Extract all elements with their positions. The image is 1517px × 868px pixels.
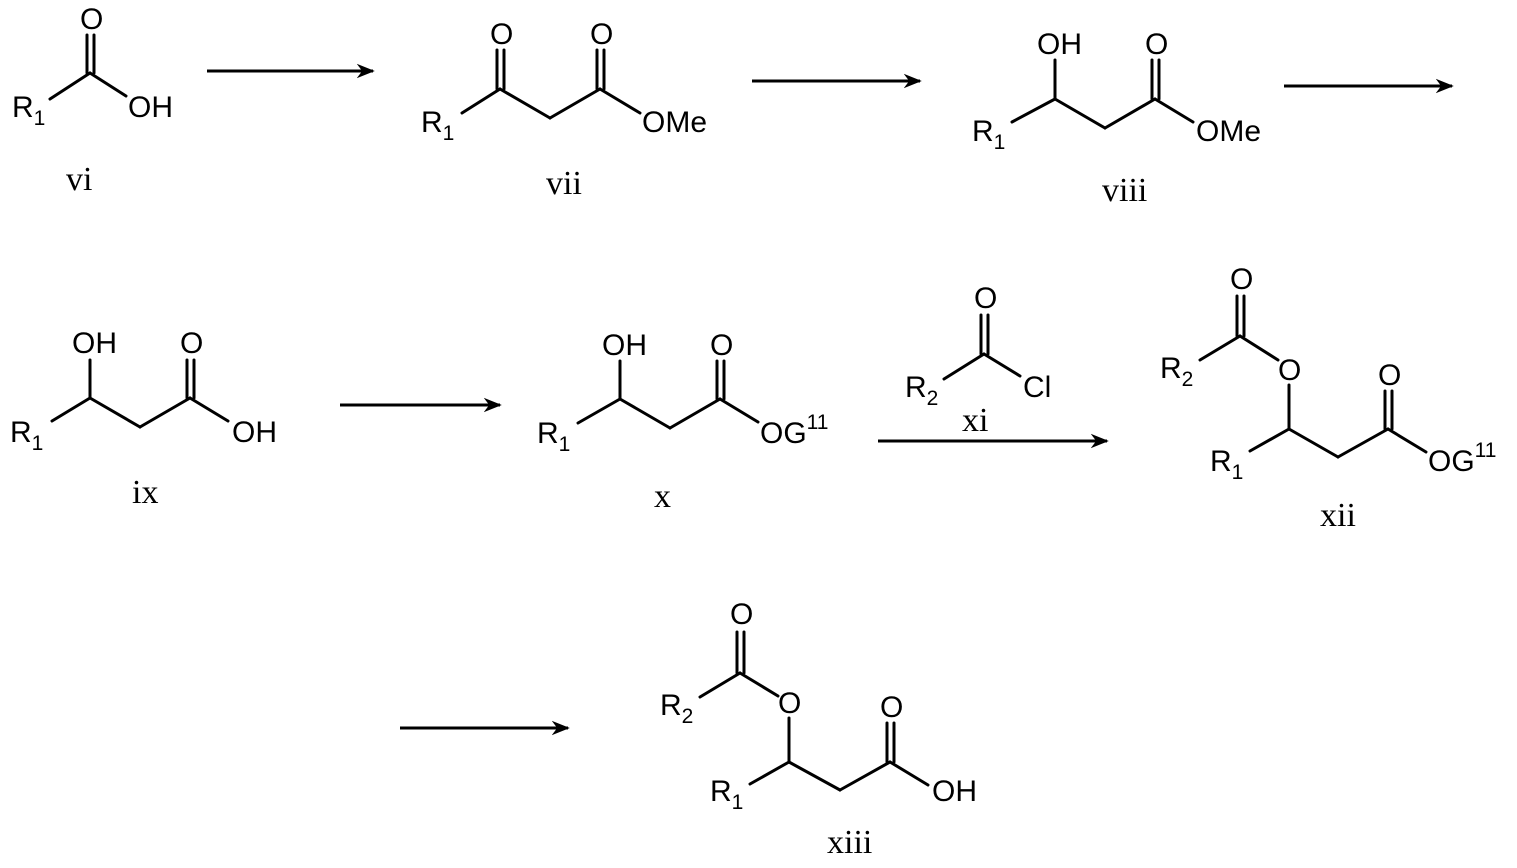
compound-xiii-label: xiii	[827, 824, 872, 861]
compound-ix-carbonyl-oxygen: O	[180, 327, 203, 360]
compound-vi: O R1 OH vi	[12, 3, 173, 198]
compound-ix-acid-hydroxyl: OH	[232, 416, 277, 449]
compound-vi-label: vi	[66, 161, 92, 198]
compound-vii-r1: R1	[421, 106, 454, 145]
compound-xii: O R2 O O R1 OG11 xii	[1160, 263, 1496, 534]
reagent-xi-bonds	[944, 315, 1020, 379]
compound-viii: OH O R1 OMe viii	[972, 28, 1261, 209]
compound-xiii-acid-hydroxyl: OH	[932, 775, 977, 808]
compound-xiii: O R2 O O R1 OH xiii	[660, 598, 977, 861]
compound-xii-r2: R2	[1160, 352, 1193, 391]
compound-viii-hydroxyl: OH	[1037, 28, 1082, 61]
compound-ix-r1: R1	[10, 416, 43, 455]
compound-xiii-r1: R1	[710, 775, 743, 814]
compound-xii-og11: OG11	[1428, 439, 1496, 478]
compound-xii-label: xii	[1320, 497, 1356, 534]
compound-xii-ester-oxygen: O	[1278, 354, 1301, 387]
compound-ix-label: ix	[132, 474, 158, 511]
compound-ix-hydroxyl-top: OH	[72, 327, 117, 360]
compound-x-hydroxyl: OH	[602, 329, 647, 362]
reagent-xi-r2: R2	[905, 371, 938, 410]
compound-vii-bonds	[462, 50, 640, 118]
compound-x-og11: OG11	[760, 411, 828, 450]
compound-viii-carbonyl-oxygen: O	[1145, 28, 1168, 61]
compound-x-label: x	[654, 478, 671, 515]
compound-vii-ester-carbonyl-oxygen: O	[590, 18, 613, 51]
compound-vii: O O R1 OMe vii	[421, 18, 707, 202]
compound-vi-carbonyl-oxygen: O	[80, 3, 103, 36]
compound-vii-methoxy: OMe	[642, 106, 707, 139]
compound-viii-bonds	[1012, 60, 1193, 128]
compound-x: OH O R1 OG11 x	[537, 329, 828, 515]
compound-x-bonds	[578, 361, 758, 428]
reagent-xi-carbonyl-oxygen: O	[974, 282, 997, 315]
compound-xii-acyl-carbonyl-oxygen: O	[1230, 263, 1253, 296]
compound-x-carbonyl-oxygen: O	[710, 329, 733, 362]
compound-vi-r1: R1	[12, 91, 45, 130]
compound-x-r1: R1	[537, 417, 570, 456]
compound-vi-bonds	[50, 35, 126, 99]
reagent-xi-label: xi	[962, 402, 988, 439]
compound-xii-r1: R1	[1210, 445, 1243, 484]
compound-xiii-carbonyl-oxygen: O	[880, 691, 903, 724]
compound-vii-label: vii	[546, 165, 582, 202]
compound-ix-bonds	[52, 360, 228, 427]
compound-viii-r1: R1	[972, 115, 1005, 154]
compound-xiii-r2: R2	[660, 689, 693, 728]
reagent-xi: O R2 Cl xi	[905, 282, 1051, 439]
compound-xiii-ester-oxygen: O	[778, 687, 801, 720]
compound-xii-carbonyl-oxygen: O	[1378, 359, 1401, 392]
compound-ix: OH O R1 OH ix	[10, 327, 277, 511]
compound-viii-methoxy: OMe	[1196, 115, 1261, 148]
compound-vi-hydroxyl: OH	[128, 91, 173, 124]
compound-xiii-acyl-carbonyl-oxygen: O	[730, 598, 753, 631]
reagent-xi-chlorine: Cl	[1023, 371, 1051, 404]
compound-vii-ketone-oxygen: O	[490, 18, 513, 51]
compound-viii-label: viii	[1102, 172, 1147, 209]
